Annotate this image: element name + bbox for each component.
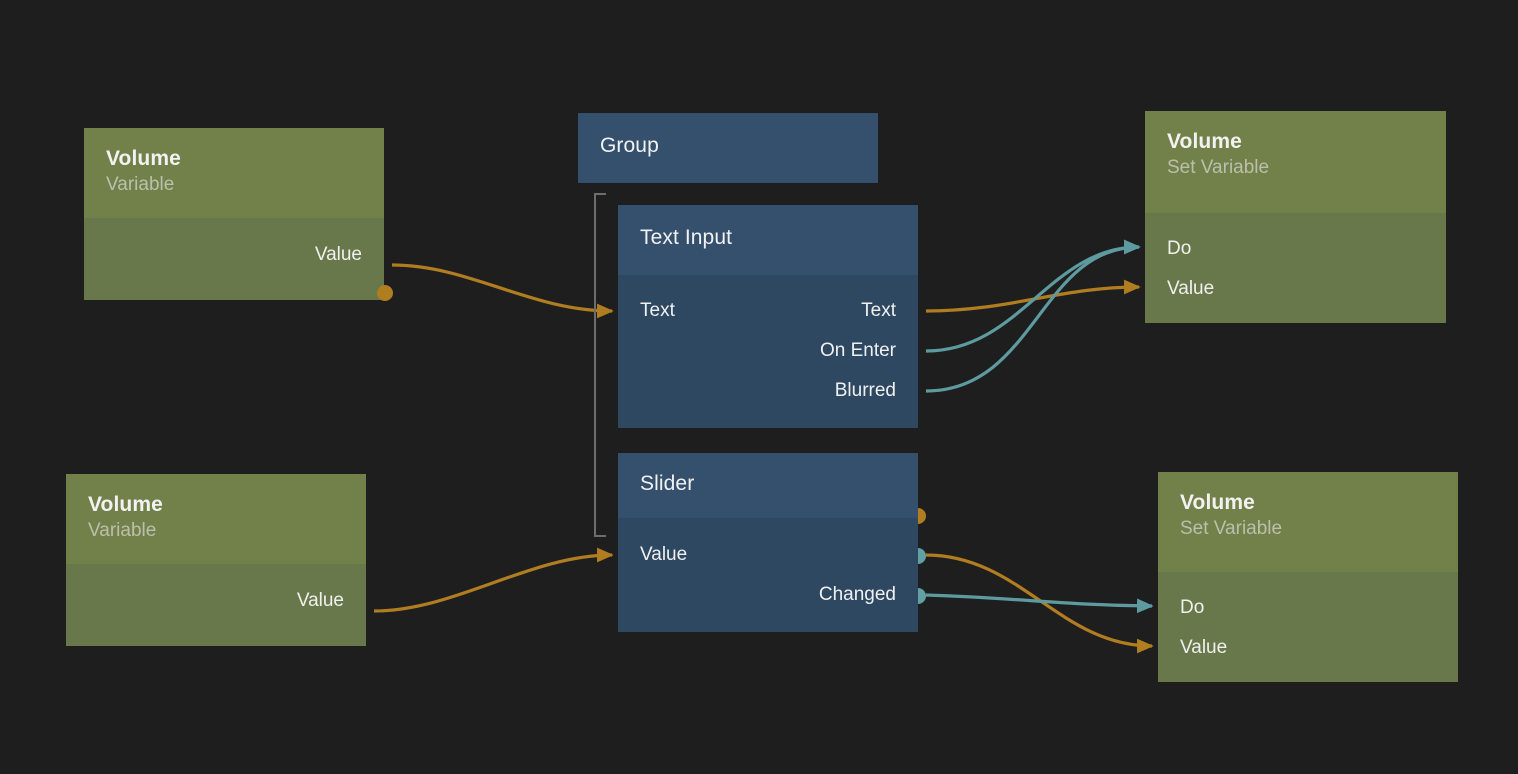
node-title: Slider — [640, 472, 695, 495]
node-header[interactable]: Text Input — [618, 205, 918, 275]
input-port-do[interactable]: Do — [1180, 597, 1205, 618]
output-port-value[interactable]: Value — [314, 244, 362, 265]
output-port-changed[interactable]: Changed — [818, 584, 896, 605]
node-subtitle: Set Variable — [1167, 157, 1270, 178]
output-port-blurred[interactable]: Blurred — [834, 380, 896, 401]
node-subtitle: Variable — [106, 174, 175, 195]
node-volume-set-variable-bottom[interactable]: Volume Set Variable Do Value — [1158, 472, 1458, 682]
group-bracket — [594, 193, 606, 537]
node-body: Value Changed — [618, 518, 918, 632]
node-volume-variable-bottom[interactable]: Volume Variable Value — [66, 474, 366, 646]
node-subtitle: Variable — [88, 520, 157, 541]
input-port-value[interactable]: Value — [1167, 278, 1215, 299]
node-header[interactable]: Slider — [618, 453, 918, 518]
input-port-value[interactable]: Value — [640, 544, 688, 565]
node-body: Do Value — [1145, 213, 1446, 323]
output-port-value[interactable]: Value — [296, 590, 344, 611]
node-title: Text Input — [640, 226, 733, 249]
node-text-input[interactable]: Text Input Text Text On Enter Blurred — [618, 205, 926, 604]
node-body: Text Text On Enter Blurred — [618, 275, 918, 428]
output-port-on-enter[interactable]: On Enter — [819, 340, 896, 361]
wire-volume-bottom-to-slider — [373, 547, 614, 613]
wire-changed-to-do — [925, 593, 1154, 614]
node-header[interactable]: Volume Set Variable — [1145, 111, 1446, 213]
node-header[interactable]: Volume Set Variable — [1158, 472, 1458, 572]
input-port-do[interactable]: Do — [1167, 238, 1192, 259]
node-body: Value — [84, 218, 384, 300]
wire-on-enter-to-do — [925, 239, 1141, 353]
node-header[interactable]: Group — [578, 113, 878, 183]
node-group[interactable]: Group — [578, 113, 878, 183]
node-subtitle: Set Variable — [1180, 518, 1283, 539]
node-body: Value — [66, 564, 366, 646]
node-title: Volume — [88, 493, 163, 516]
wire-blurred-to-do — [925, 239, 1141, 393]
node-title: Volume — [1167, 130, 1242, 153]
node-slider[interactable]: Slider Value Changed — [618, 453, 918, 632]
node-title: Volume — [1180, 491, 1255, 514]
wire-slider-value-to-setvar-value — [925, 553, 1154, 654]
output-port-text[interactable]: Text — [861, 300, 896, 321]
input-port-value[interactable]: Value — [1180, 637, 1228, 658]
node-title: Volume — [106, 147, 181, 170]
node-volume-variable-top[interactable]: Volume Variable Value — [84, 128, 393, 301]
wire-text-out-to-setvar-value — [925, 279, 1141, 313]
wire-volume-top-to-text-input — [391, 263, 614, 319]
node-volume-set-variable-top[interactable]: Volume Set Variable Do Value — [1145, 111, 1446, 323]
node-body: Do Value — [1158, 572, 1458, 682]
input-port-text[interactable]: Text — [640, 300, 675, 321]
output-port-dot-value[interactable] — [377, 285, 393, 301]
node-title: Group — [600, 134, 659, 157]
node-header[interactable]: Volume Variable — [66, 474, 366, 564]
node-header[interactable]: Volume Variable — [84, 128, 384, 218]
